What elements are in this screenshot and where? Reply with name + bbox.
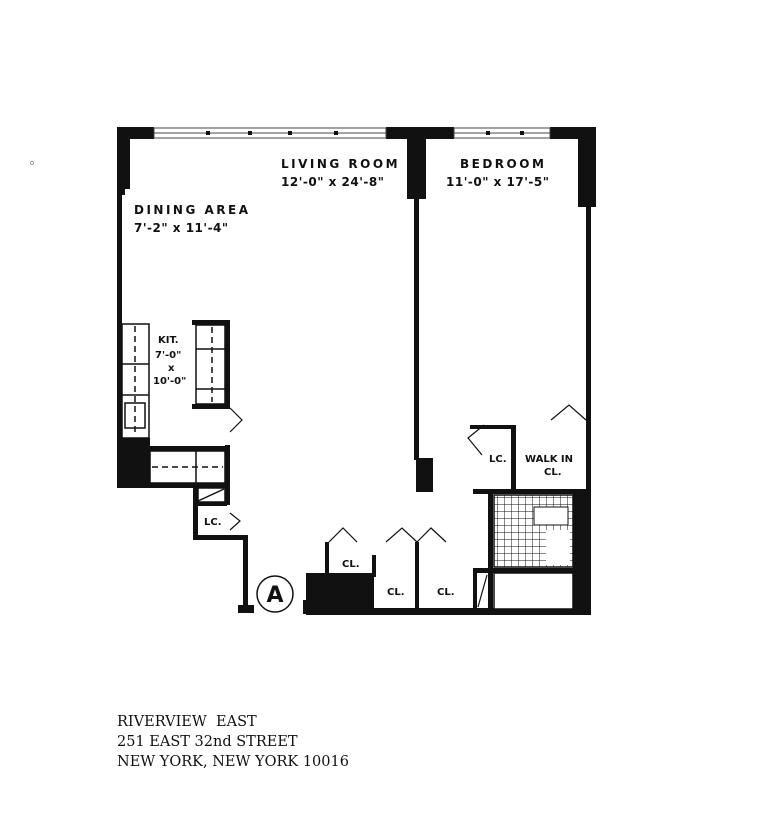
walk-in-closet-label-line2: CL. (544, 467, 562, 478)
closet-upper-label: CL. (342, 559, 360, 570)
kitchen-cabinets (121, 323, 226, 503)
scan-speck (30, 161, 34, 165)
living-room-label: LIVING ROOM (281, 157, 400, 171)
dining-area-label: DINING AREA (134, 203, 251, 217)
kitchen-dim-x: x (168, 363, 175, 374)
kitchen-label: KIT. (158, 335, 179, 346)
dining-area-dimensions: 7'-2" x 11'-4" (134, 221, 229, 235)
living-room-dimensions: 12'-0" x 24'-8" (281, 175, 385, 189)
walls (117, 127, 596, 615)
street-address: 251 EAST 32nd STREET (117, 734, 298, 750)
kitchen-dim-b: 10'-0" (153, 376, 186, 387)
closet-right-label: CL. (437, 587, 455, 598)
unit-marker: A (256, 575, 294, 613)
city-state-zip: NEW YORK, NEW YORK 10016 (117, 754, 349, 770)
address-block: RIVERVIEW EAST 251 EAST 32nd STREET NEW … (117, 712, 349, 772)
door-swings (229, 404, 587, 543)
bedroom-label: BEDROOM (460, 157, 546, 171)
bathroom-tile (477, 494, 574, 610)
linen-closet-kitchen-label: LC. (204, 517, 222, 528)
bedroom-dimensions: 11'-0" x 17'-5" (446, 175, 550, 189)
windows (153, 127, 551, 139)
kitchen-dim-a: 7'-0" (155, 350, 181, 361)
walk-in-closet-label-line1: WALK IN (525, 454, 573, 465)
window-mullions (206, 131, 524, 135)
closet-middle-label: CL. (387, 587, 405, 598)
unit-marker-letter: A (266, 583, 283, 608)
linen-closet-bedroom-label: LC. (489, 454, 507, 465)
building-name: RIVERVIEW EAST (117, 714, 257, 730)
